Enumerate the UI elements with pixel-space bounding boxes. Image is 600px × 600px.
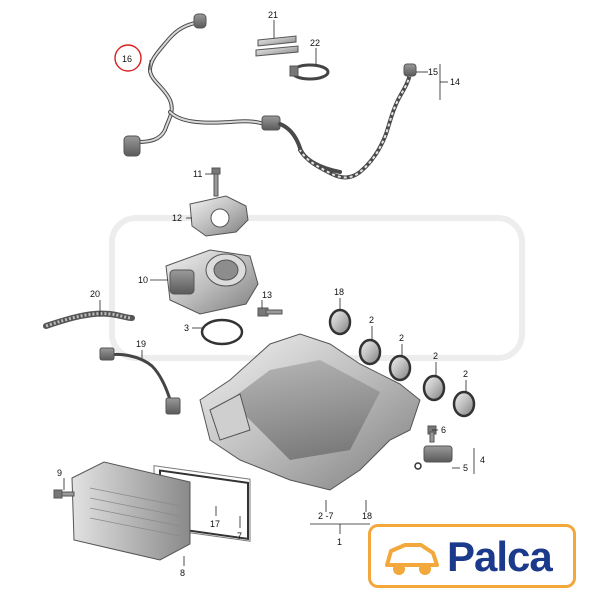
part-16-highlight-circle — [114, 44, 142, 72]
label-18-top: 18 — [334, 287, 344, 297]
label-12: 12 — [172, 213, 182, 223]
part-21-clips — [255, 35, 299, 57]
part-20-hose — [43, 310, 135, 329]
label-10: 10 — [138, 275, 148, 285]
label-2-d: 2 — [463, 369, 468, 379]
label-8: 8 — [180, 568, 185, 578]
label-4: 4 — [480, 455, 485, 465]
label-17: 17 — [210, 519, 220, 529]
part-22-hose-clamp — [289, 63, 330, 81]
label-14: 14 — [450, 77, 460, 87]
part-11-bolt — [211, 167, 221, 197]
label-15: 15 — [428, 67, 438, 77]
part-5-sensor — [414, 445, 453, 470]
part-9-screw — [53, 489, 75, 499]
palca-logo: Palca — [368, 524, 576, 588]
part-16-vacuum-hose — [123, 13, 342, 174]
label-2-b: 2 — [399, 333, 404, 343]
car-icon — [385, 543, 439, 575]
label-18-bottom: 18 — [362, 511, 372, 521]
label-1: 1 — [337, 537, 342, 547]
part-3-o-ring — [200, 318, 244, 346]
part-2-seals — [328, 308, 476, 418]
part-19-sensor-harness — [99, 347, 181, 415]
part-1-intake-manifold — [199, 333, 421, 491]
label-6: 6 — [441, 425, 446, 435]
label-21: 21 — [268, 10, 278, 20]
label-5: 5 — [463, 463, 468, 473]
label-7: 7 — [237, 531, 242, 541]
part-6-bolt — [427, 425, 437, 443]
part-12-bracket — [189, 195, 249, 237]
part-14-breather-hose — [298, 72, 412, 180]
label-2-7-range: 2 -7 — [318, 511, 334, 521]
label-20: 20 — [90, 289, 100, 299]
label-16: 16 — [122, 54, 132, 64]
part-8-intercooler — [71, 461, 191, 561]
label-9: 9 — [57, 468, 62, 478]
label-13: 13 — [262, 290, 272, 300]
label-2-a: 2 — [369, 315, 374, 325]
leader-lines — [63, 20, 475, 566]
label-3: 3 — [184, 323, 189, 333]
part-labels: 16 21 22 15 14 11 12 10 13 3 20 19 18 2 … — [57, 10, 485, 578]
label-22: 22 — [310, 38, 320, 48]
part-15-hose-connector — [403, 63, 417, 77]
label-11: 11 — [193, 169, 202, 179]
label-19: 19 — [136, 339, 146, 349]
label-2-c: 2 — [433, 351, 438, 361]
palca-logo-text: Palca — [447, 533, 553, 580]
part-10-throttle-body — [165, 249, 259, 315]
part-13-screw — [257, 307, 283, 317]
